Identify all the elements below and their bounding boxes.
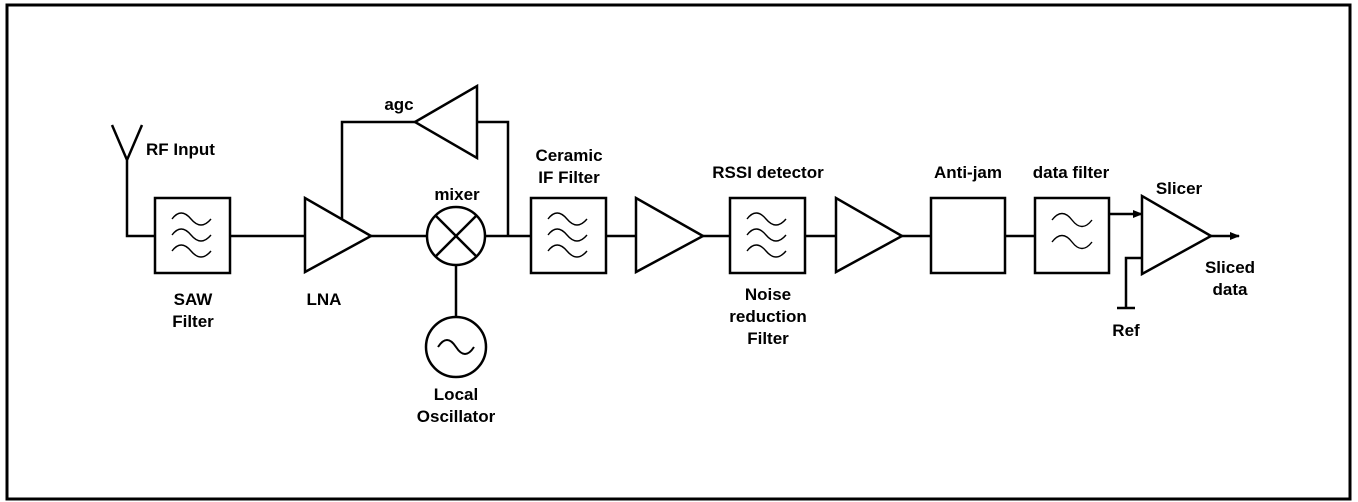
- label-ceramic-line1: Ceramic: [535, 146, 602, 165]
- data-filter-block: [1033, 196, 1111, 275]
- sine-wave-icon: [437, 339, 475, 355]
- saw-filter-block: [153, 196, 232, 275]
- label-local-oscillator-line1: Local: [434, 385, 478, 404]
- bandpass-filter-icon: [547, 212, 588, 258]
- lna-amplifier: [303, 195, 374, 275]
- label-rf-input: RF Input: [146, 140, 215, 159]
- label-ceramic-line2: IF Filter: [538, 168, 600, 187]
- diagram-frame: [5, 3, 1352, 501]
- label-sliced-data-line1: Sliced: [1205, 258, 1255, 277]
- ceramic-if-filter-block: [529, 196, 608, 275]
- lowpass-filter-icon: [1051, 212, 1093, 250]
- post-filter-amplifier: [834, 195, 905, 275]
- label-saw-filter-line1: SAW: [174, 290, 214, 309]
- label-ref: Ref: [1112, 321, 1140, 340]
- bandpass-filter-icon: [171, 212, 212, 258]
- label-lna: LNA: [307, 290, 342, 309]
- label-mixer: mixer: [434, 185, 480, 204]
- antenna-icon: [110, 124, 155, 238]
- label-sliced-data-line2: data: [1213, 280, 1249, 299]
- label-noise-line1: Noise: [745, 285, 791, 304]
- label-saw-filter-line2: Filter: [172, 312, 214, 331]
- mixer-cross-icon: [434, 214, 478, 258]
- agc-feedback-loop: [340, 83, 510, 236]
- anti-jam-block: [929, 196, 1007, 275]
- ref-input: [1117, 256, 1142, 310]
- label-slicer: Slicer: [1156, 179, 1203, 198]
- if-amplifier: [634, 195, 706, 275]
- label-agc: agc: [384, 95, 413, 114]
- label-noise-line2: reduction: [729, 307, 806, 326]
- label-data-filter: data filter: [1033, 163, 1110, 182]
- label-local-oscillator-line2: Oscillator: [417, 407, 496, 426]
- bandpass-filter-icon: [746, 212, 787, 258]
- slicer-comparator: [1140, 193, 1214, 277]
- local-oscillator-block: [424, 315, 488, 379]
- label-noise-line3: Filter: [747, 329, 789, 348]
- agc-amplifier: [412, 83, 479, 161]
- mixer-block: [425, 205, 487, 267]
- label-rssi-detector: RSSI detector: [712, 163, 824, 182]
- label-anti-jam: Anti-jam: [934, 163, 1002, 182]
- noise-reduction-filter-block: [728, 196, 807, 275]
